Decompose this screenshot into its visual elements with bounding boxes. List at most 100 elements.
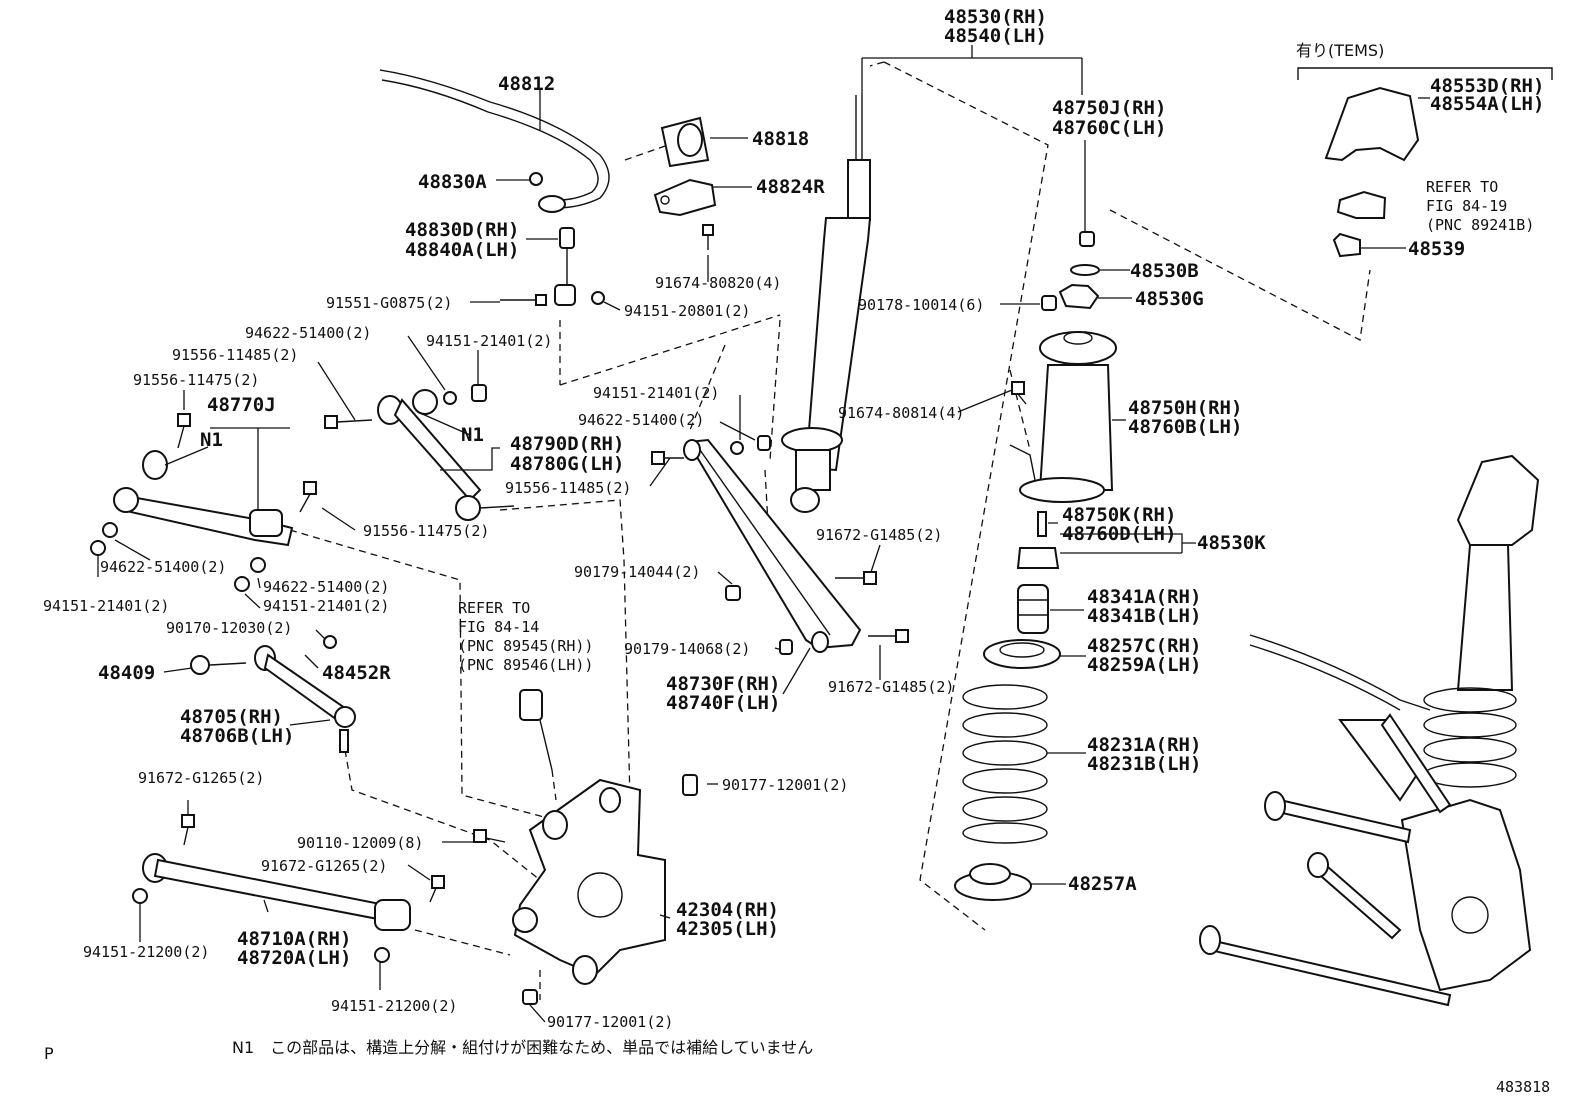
label-bumper-lh: 48341B(LH) bbox=[1087, 605, 1201, 627]
label-link-lh: 48840A(LH) bbox=[405, 239, 519, 261]
insulator-48257c bbox=[983, 639, 1061, 669]
label-arm-48452r: 48452R bbox=[322, 662, 391, 684]
label-nut-21401-a: 94151-21401(2) bbox=[426, 332, 552, 350]
label-nut-21401-b: 94151-21401(2) bbox=[43, 597, 169, 615]
label-arm-48706b: 48706B(LH) bbox=[180, 725, 294, 747]
label-nut-14068: 90179-14068(2) bbox=[624, 640, 750, 658]
label-nut-12001-b: 90177-12001(2) bbox=[547, 1013, 673, 1031]
label-nut-21401-c: 94151-21401(2) bbox=[263, 597, 389, 615]
part-48530b bbox=[1070, 264, 1100, 276]
arm-48705 bbox=[254, 645, 356, 753]
label-refer-b2: FIG 84-19 bbox=[1426, 197, 1507, 215]
stabilizer-bar bbox=[379, 69, 610, 213]
label-part-48530k: 48530K bbox=[1197, 532, 1266, 554]
label-stab-bar: 48812 bbox=[498, 73, 555, 95]
stabilizer-link bbox=[554, 227, 576, 306]
leader-lines bbox=[97, 45, 1430, 1023]
label-nut-21200-b: 94151-21200(2) bbox=[331, 997, 457, 1015]
label-insul-lh: 48259A(LH) bbox=[1087, 654, 1201, 676]
arm-48730f bbox=[683, 438, 862, 653]
label-washer-51400-b: 94622-51400(2) bbox=[100, 558, 226, 576]
label-bumper-rh: 48341A(RH) bbox=[1087, 586, 1201, 608]
tems-bracket bbox=[1297, 67, 1553, 80]
label-bolt-48409: 48409 bbox=[98, 662, 155, 684]
label-refer-a4: (PNC 89546(LH)) bbox=[458, 656, 593, 674]
shock-absorber bbox=[781, 95, 872, 513]
diagram-code: 483818 bbox=[1496, 1078, 1550, 1096]
link-bolt bbox=[500, 294, 547, 306]
label-link-rh: 48830D(RH) bbox=[405, 219, 519, 241]
bump-stop-pin bbox=[1037, 511, 1047, 537]
arm-48770j bbox=[113, 450, 294, 547]
label-arm-48730f: 48730F(RH) bbox=[666, 673, 780, 695]
arm-48710a bbox=[142, 853, 411, 931]
bracket-bolt bbox=[702, 224, 714, 250]
label-refer-a2: FIG 84-14 bbox=[458, 618, 539, 636]
assembly-lines bbox=[289, 61, 1371, 1000]
label-bump-rh: 48750K(RH) bbox=[1062, 504, 1176, 526]
label-arm-48720a: 48720A(LH) bbox=[237, 947, 351, 969]
label-washer-51400-d: 94622-51400(2) bbox=[578, 411, 704, 429]
label-insul-rh: 48257C(RH) bbox=[1087, 635, 1201, 657]
part-labels: 48530(RH) 48540(LH) 有り(TEMS) 48812 48818… bbox=[43, 6, 1544, 1031]
coil-spring bbox=[962, 684, 1048, 844]
link-nut bbox=[591, 291, 605, 305]
label-washer-51400-c: 94622-51400(2) bbox=[263, 578, 389, 596]
assembled-view bbox=[1199, 454, 1540, 1007]
label-bolt-g1265-a: 91672-G1265(2) bbox=[138, 769, 264, 787]
label-upper-lh: 48760B(LH) bbox=[1128, 416, 1242, 438]
label-nut-12001-a: 90177-12001(2) bbox=[722, 776, 848, 794]
label-upper-rh: 48750H(RH) bbox=[1128, 397, 1242, 419]
label-bolt-g0875: 91551-G0875(2) bbox=[326, 294, 452, 312]
footnote-n1: N1 この部品は、構造上分解・組付けが困難なため、単品では補給していません bbox=[232, 1038, 813, 1057]
label-arm-48780g: 48780G(LH) bbox=[510, 453, 624, 475]
label-bolt-11475-a: 91556-11475(2) bbox=[133, 371, 259, 389]
label-strut-lh: 48540(LH) bbox=[944, 25, 1047, 47]
corner-mark: P bbox=[44, 1044, 54, 1063]
label-bolt-11475-b: 91556-11475(2) bbox=[363, 522, 489, 540]
label-nut-48830a: 48830A bbox=[418, 171, 487, 193]
label-arm-48710a: 48710A(RH) bbox=[237, 928, 351, 950]
label-nut-14044: 90179-14044(2) bbox=[574, 563, 700, 581]
label-part-48530g: 48530G bbox=[1135, 288, 1204, 310]
label-bracket: 48824R bbox=[756, 176, 825, 198]
stabilizer-bushing bbox=[660, 116, 710, 168]
label-strut-rh: 48530(RH) bbox=[944, 6, 1047, 28]
label-carrier-rh: 42304(RH) bbox=[676, 899, 779, 921]
bolt-48409 bbox=[190, 655, 247, 675]
label-spring-rh: 48231A(RH) bbox=[1087, 734, 1201, 756]
label-mount-lh: 48760C(LH) bbox=[1052, 117, 1166, 139]
label-bolt-12009: 90110-12009(8) bbox=[297, 834, 423, 852]
arm-48790d bbox=[377, 389, 515, 521]
label-bump-lh: 48760D(LH) bbox=[1062, 523, 1176, 545]
label-refer-a3: (PNC 89545(RH)) bbox=[458, 637, 593, 655]
label-carrier-lh: 42305(LH) bbox=[676, 918, 779, 940]
label-bolt-11485-b: 91556-11485(2) bbox=[505, 479, 631, 497]
label-arm-48790d: 48790D(RH) bbox=[510, 433, 624, 455]
label-cover-rh: 48553D(RH) bbox=[1430, 75, 1544, 97]
label-nut-10014: 90178-10014(6) bbox=[858, 296, 984, 314]
part-48539-shape bbox=[1332, 232, 1361, 258]
label-part-48539: 48539 bbox=[1408, 238, 1465, 260]
label-arm-48770j: 48770J bbox=[207, 394, 276, 416]
fasteners bbox=[90, 384, 909, 1005]
stab-nut bbox=[529, 172, 543, 186]
label-bolt-80814: 91674-80814(4) bbox=[838, 404, 964, 422]
part-48530g bbox=[1058, 283, 1100, 310]
upper-support bbox=[1009, 331, 1117, 503]
label-refer-b: REFER TO bbox=[1426, 178, 1498, 196]
abs-sensor bbox=[519, 689, 553, 771]
label-bushing: 48818 bbox=[752, 128, 809, 150]
label-refer-b3: (PNC 89241B) bbox=[1426, 216, 1534, 234]
label-n1-a: N1 bbox=[200, 429, 223, 451]
label-spring-lh: 48231B(LH) bbox=[1087, 753, 1201, 775]
actuator-tems bbox=[1336, 190, 1387, 219]
label-part-48530b: 48530B bbox=[1130, 260, 1199, 282]
label-mount-rh: 48750J(RH) bbox=[1052, 97, 1166, 119]
label-refer-a: REFER TO bbox=[458, 599, 530, 617]
label-tems: 有り(TEMS) bbox=[1296, 41, 1384, 60]
label-bolt-g1485-a: 91672-G1485(2) bbox=[816, 526, 942, 544]
label-nut-21200-a: 94151-21200(2) bbox=[83, 943, 209, 961]
axle-carrier bbox=[512, 778, 666, 985]
